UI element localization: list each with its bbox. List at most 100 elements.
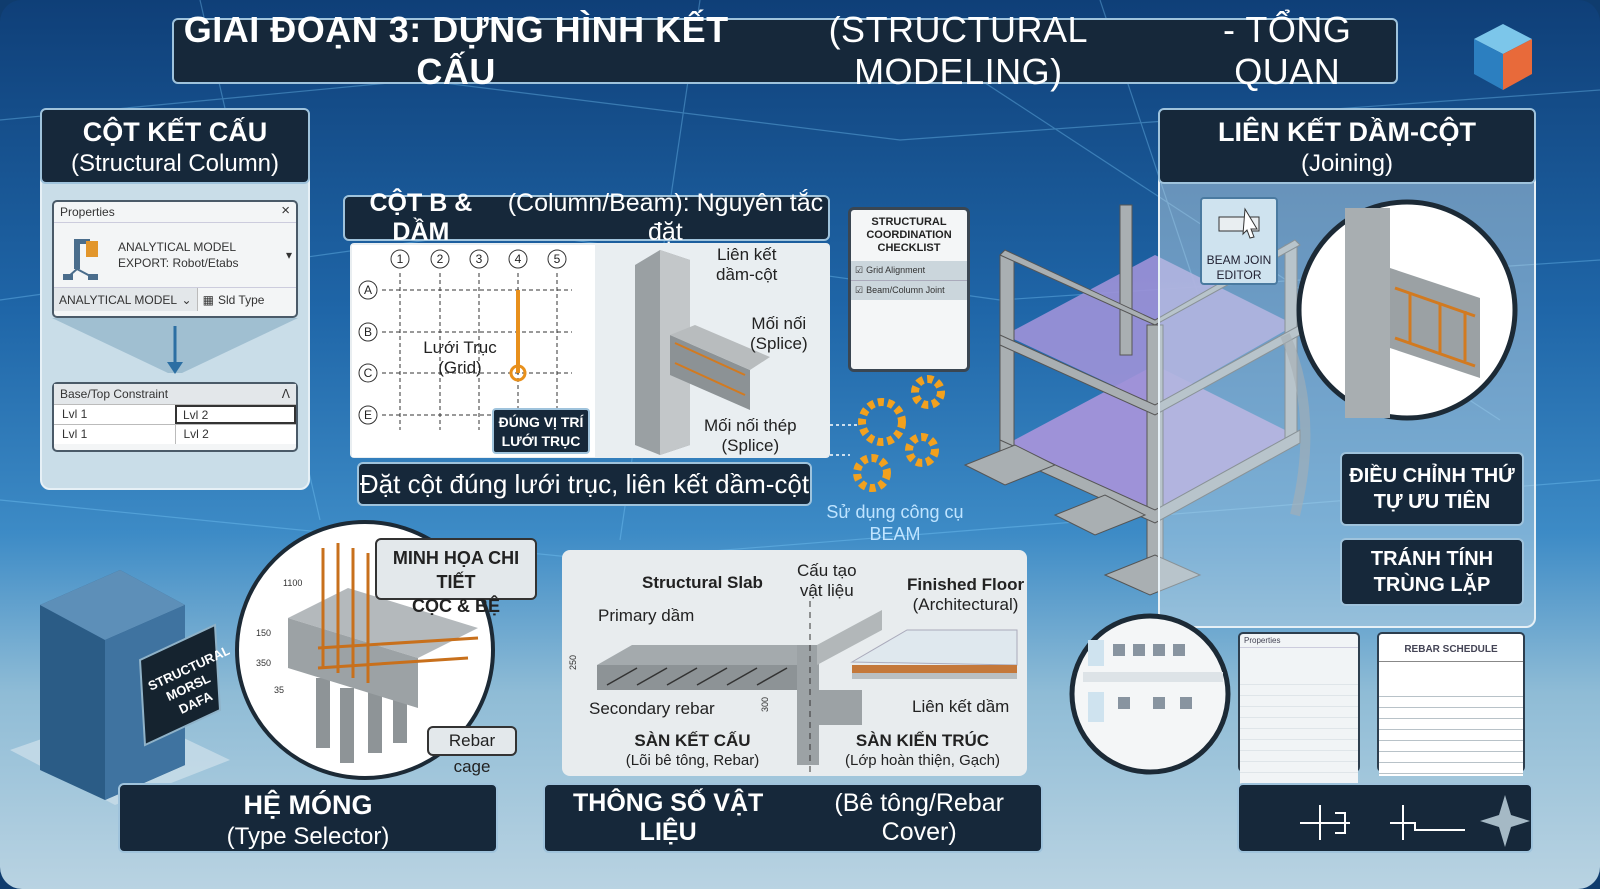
beam-joint-label: Liên kết dầm bbox=[912, 697, 1010, 716]
priority-tag-line: ĐIỀU CHỈNH THỨ bbox=[1349, 465, 1515, 487]
rebar-symbols-icon bbox=[1300, 795, 1530, 847]
duplicate-tag-line: TRÁNH TÍNH bbox=[1370, 548, 1494, 570]
rebar-schedule: REBAR SCHEDULE bbox=[1377, 632, 1525, 776]
duplicate-tag-line: TRÙNG LẶP bbox=[1373, 574, 1491, 596]
collapse-icon[interactable]: ᐱ bbox=[281, 387, 290, 401]
beam-heading-bold: CỘT B & DẦM bbox=[369, 189, 473, 246]
analytical-model-select[interactable]: ANALYTICAL MODEL⌄ bbox=[54, 288, 198, 311]
beam-tool-line: BEAM bbox=[869, 524, 921, 544]
top-level[interactable]: Lvl 2 bbox=[174, 425, 297, 444]
dimension-label: 350 bbox=[256, 658, 271, 668]
foundation-label: HỆ MÓNG(Type Selector) bbox=[118, 783, 498, 853]
properties-title: Properties bbox=[60, 205, 115, 219]
splice-line: (Splice) bbox=[721, 436, 780, 455]
top-level-input[interactable]: Lvl 2 bbox=[175, 405, 296, 424]
grid-label-sub: (Grid) bbox=[438, 358, 481, 377]
dimension-label: 150 bbox=[256, 628, 271, 638]
slab-sub: (Lõi bê tông, Rebar) bbox=[625, 752, 760, 769]
dimension-label: 35 bbox=[274, 685, 284, 695]
bim-cube-logo bbox=[1474, 24, 1532, 90]
base-level[interactable]: Lvl 1 bbox=[62, 407, 88, 421]
joining-subheading: (Joining) bbox=[1300, 150, 1394, 177]
ribbon-magnifier bbox=[1069, 613, 1231, 775]
materials-subheading: (Bê tông/Rebar Cover) bbox=[834, 789, 1004, 846]
checklist-item[interactable]: ☑Beam/Column Joint bbox=[851, 281, 967, 300]
base-level[interactable]: Lvl 1 bbox=[62, 427, 88, 441]
checklist-item[interactable]: ☑Grid Alignment bbox=[851, 261, 967, 281]
edit-type-button[interactable]: ▦Sld Type bbox=[198, 288, 296, 311]
priority-tag: ĐIỀU CHỈNH THỨ TỰ ƯU TIÊN bbox=[1340, 452, 1524, 526]
column-heading: CỘT KẾT CẤU bbox=[82, 117, 268, 147]
checkbox-checked-icon[interactable]: ☑ bbox=[855, 285, 864, 295]
checkbox-checked-icon[interactable]: ☑ bbox=[855, 265, 864, 275]
grid-col-label: 1 bbox=[397, 252, 404, 266]
grid-col-label: 4 bbox=[515, 252, 522, 266]
position-tag-line: LƯỚI TRỤC bbox=[501, 433, 581, 449]
column-subheading: (Structural Column) bbox=[70, 150, 280, 177]
grid-row-label: B bbox=[364, 325, 372, 339]
properties-window: Properties × ANALYTICAL MODEL EXPORT: Rob… bbox=[52, 200, 298, 318]
close-icon[interactable]: × bbox=[281, 202, 290, 219]
position-tag: ĐÚNG VỊ TRÍ LƯỚI TRỤC bbox=[492, 408, 590, 454]
slab-section-illustration: 250 300 bbox=[568, 590, 1018, 776]
material-line: Cấu tạo bbox=[797, 561, 857, 580]
flow-arrow bbox=[52, 318, 298, 374]
mini-properties-window: Properties bbox=[1238, 632, 1360, 794]
callout-line: MINH HỌA CHI TIẾT bbox=[392, 548, 520, 592]
editor-label: EDITOR bbox=[1216, 268, 1262, 282]
title-main: GIAI ĐOẠN 3: DỰNG HÌNH KẾT CẤU bbox=[183, 9, 729, 92]
constraint-title: Base/Top Constraint bbox=[60, 387, 169, 401]
analytical-model-icon bbox=[63, 239, 98, 280]
rebar-schedule-title: REBAR SCHEDULE bbox=[1379, 634, 1523, 662]
beam-depth-dim: 300 bbox=[760, 697, 770, 712]
beam-join-cursor-icon bbox=[1218, 207, 1260, 239]
grid-row-label: E bbox=[364, 408, 372, 422]
type-dropdown-caret-icon[interactable]: ▾ bbox=[285, 248, 292, 262]
priority-tag-line: TỰ ƯU TIÊN bbox=[1373, 491, 1491, 513]
grid-row-label: A bbox=[364, 283, 372, 297]
grid-col-label: 5 bbox=[554, 252, 561, 266]
pile-detail-callout: MINH HỌA CHI TIẾT CỌC & BỆ bbox=[375, 538, 537, 616]
structural-slab-label: Structural Slab bbox=[642, 573, 763, 592]
architectural-slab-title: SÀN KIẾN TRÚC(Lớp hoàn thiện, Gạch) bbox=[845, 731, 1000, 771]
finished-line: (Architectural) bbox=[912, 595, 1019, 614]
checklist-item-label: Beam/Column Joint bbox=[866, 285, 945, 295]
chevron-down-icon: ⌄ bbox=[181, 292, 192, 307]
beam-tool-line: Sử dụng công cụ bbox=[826, 502, 964, 522]
model-line-2: EXPORT: Robot/Etabs bbox=[118, 256, 239, 270]
beam-column-joint-illustration bbox=[635, 250, 770, 455]
beam-panel-header: CỘT B & DẦM(Column/Beam): Nguyên tắc đặt bbox=[343, 189, 830, 246]
structural-building-3d bbox=[963, 204, 1311, 596]
slab-thickness-dim: 250 bbox=[568, 655, 578, 670]
checklist-item-label: Grid Alignment bbox=[866, 265, 926, 275]
joint-label-line: Liên kết bbox=[716, 245, 777, 264]
beam-caption: Đặt cột đúng lưới trục, liên kết dầm-cột bbox=[357, 462, 812, 506]
rebar-splice-label: Mối nối thép(Splice) bbox=[704, 416, 797, 456]
rebar-cage-label: Rebar cage bbox=[427, 726, 517, 776]
column-panel-header: CỘT KẾT CẤU (Structural Column) bbox=[40, 108, 310, 184]
grid-row-label: C bbox=[364, 366, 373, 380]
slab-title: SÀN KIẾN TRÚC bbox=[855, 731, 990, 750]
edit-type-icon: ▦ bbox=[202, 292, 214, 307]
checklist-title: STRUCTURAL COORDINATION CHECKLIST bbox=[866, 216, 952, 254]
joining-panel-header: LIÊN KẾT DẦM-CỘT (Joining) bbox=[1158, 108, 1536, 184]
splice-line: Mối nối thép bbox=[704, 416, 797, 435]
materials-heading: THÔNG SỐ VẬT LIỆU bbox=[573, 789, 764, 846]
avoid-duplicate-tag: TRÁNH TÍNH TRÙNG LẶP bbox=[1340, 538, 1524, 606]
callout-line: CỌC & BỆ bbox=[411, 596, 500, 616]
grid-col-label: 2 bbox=[437, 252, 444, 266]
splice-line: (Splice) bbox=[750, 334, 808, 353]
dimension-label: 1100 bbox=[283, 578, 302, 588]
position-tag-line: ĐÚNG VỊ TRÍ bbox=[498, 414, 584, 430]
finished-floor-label: Finished Floor(Architectural) bbox=[907, 575, 1024, 615]
select-value: ANALYTICAL MODEL bbox=[59, 292, 178, 307]
mini-properties-title: Properties bbox=[1240, 634, 1358, 648]
foundation-heading: HỆ MÓNG bbox=[243, 790, 373, 820]
joint-label-line: dầm-cột bbox=[716, 265, 778, 284]
slab-title: SÀN KẾT CẤU bbox=[634, 731, 751, 750]
